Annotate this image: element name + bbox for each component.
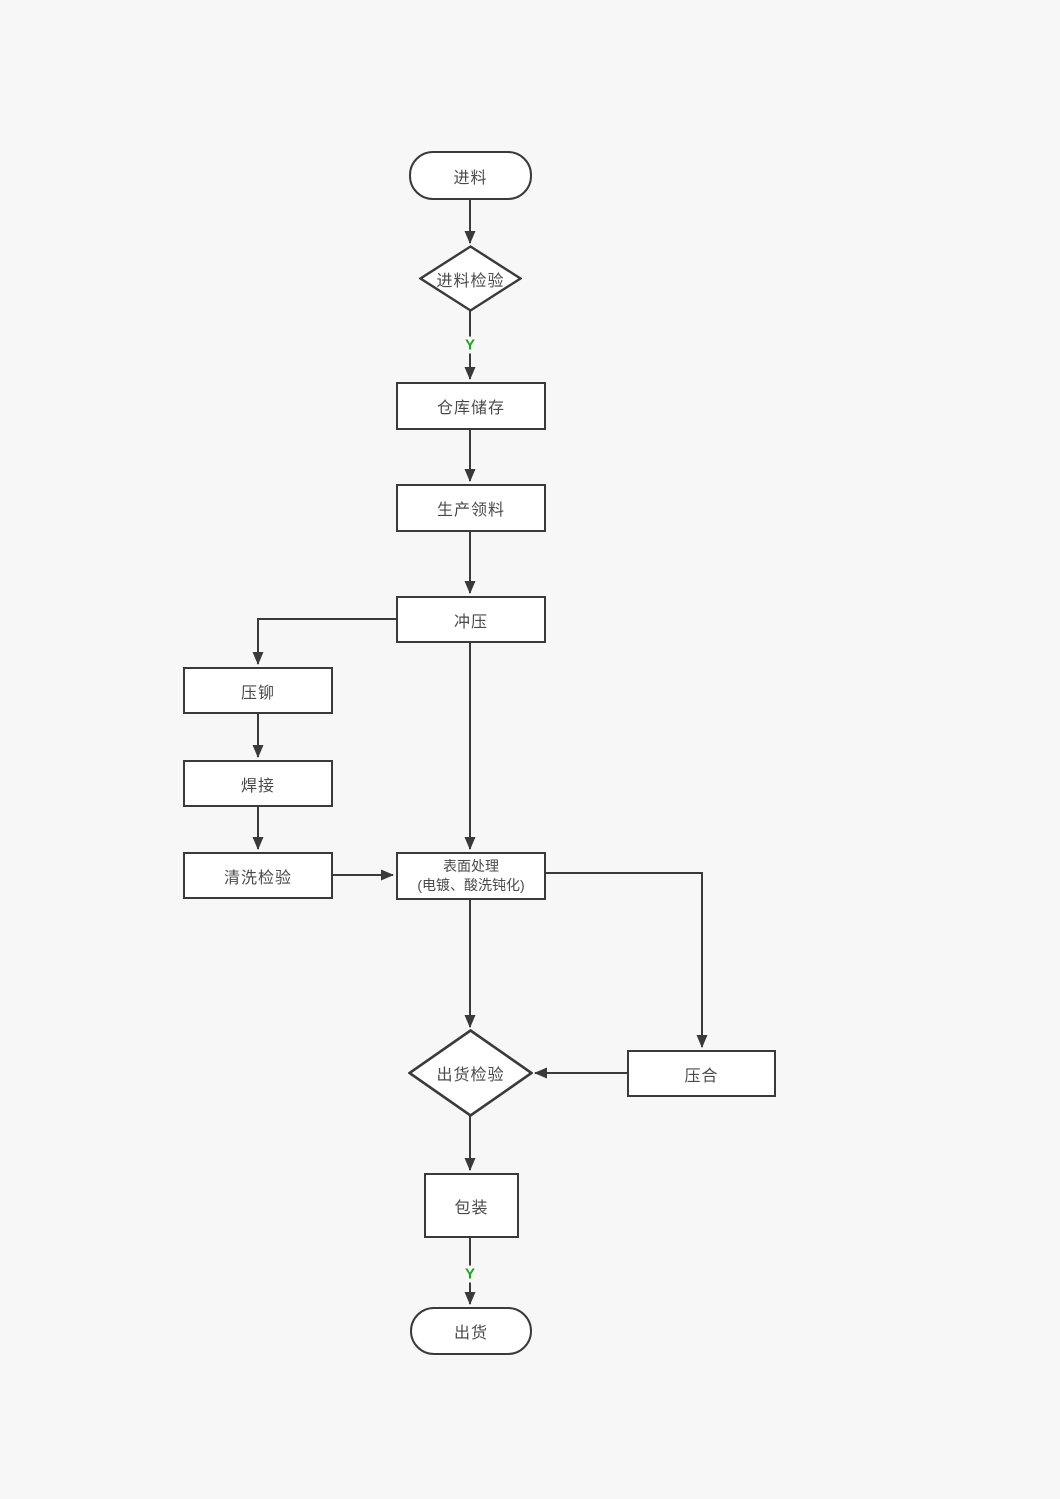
node-incoming-inspection-label: 进料检验	[436, 272, 505, 290]
node-start-label: 进料	[453, 169, 488, 187]
node-packing: 包装	[424, 1173, 519, 1238]
node-shipping-inspection-label: 出货检验	[436, 1067, 505, 1084]
edge-stamping-to-riveting	[252, 618, 396, 665]
diamond-shape	[408, 1029, 533, 1117]
node-shipping-inspection: 出货检验	[408, 1029, 533, 1117]
node-welding: 焊接	[183, 760, 333, 807]
node-pressing-label: 压合	[684, 1067, 719, 1085]
node-production-picking-label: 生产领料	[436, 502, 505, 519]
node-welding-label: 焊接	[240, 777, 275, 795]
node-cleaning-inspection: 清洗检验	[183, 852, 333, 899]
node-start: 进料	[409, 151, 532, 200]
node-pressing: 压合	[627, 1050, 776, 1097]
node-shipping-label: 出货	[453, 1325, 488, 1342]
node-shipping: 出货	[410, 1307, 532, 1355]
node-surface-treatment: 表面处理 (电镀、酸洗钝化)	[396, 852, 546, 900]
node-surface-treatment-label: 表面处理	[443, 858, 499, 874]
branch-label-yes-packing: Y	[461, 1265, 479, 1283]
diamond-shape	[419, 245, 522, 312]
edge-surface-treatment-to-pressing	[546, 872, 708, 1048]
node-incoming-inspection: 进料检验	[419, 245, 522, 312]
node-riveting-label: 压铆	[240, 684, 275, 702]
branch-label-yes-incoming: Y	[461, 336, 479, 354]
node-cleaning-inspection-label: 清洗检验	[223, 869, 292, 887]
node-warehouse-storage: 仓库储存	[396, 382, 546, 430]
node-production-picking: 生产领料	[396, 484, 546, 532]
node-stamping-label: 冲压	[453, 613, 488, 631]
node-stamping: 冲压	[396, 596, 546, 643]
node-warehouse-storage-label: 仓库储存	[436, 400, 505, 417]
node-packing-label: 包装	[454, 1199, 489, 1217]
node-riveting: 压铆	[183, 667, 333, 714]
node-surface-treatment-sublabel: (电镀、酸洗钝化)	[417, 877, 525, 893]
